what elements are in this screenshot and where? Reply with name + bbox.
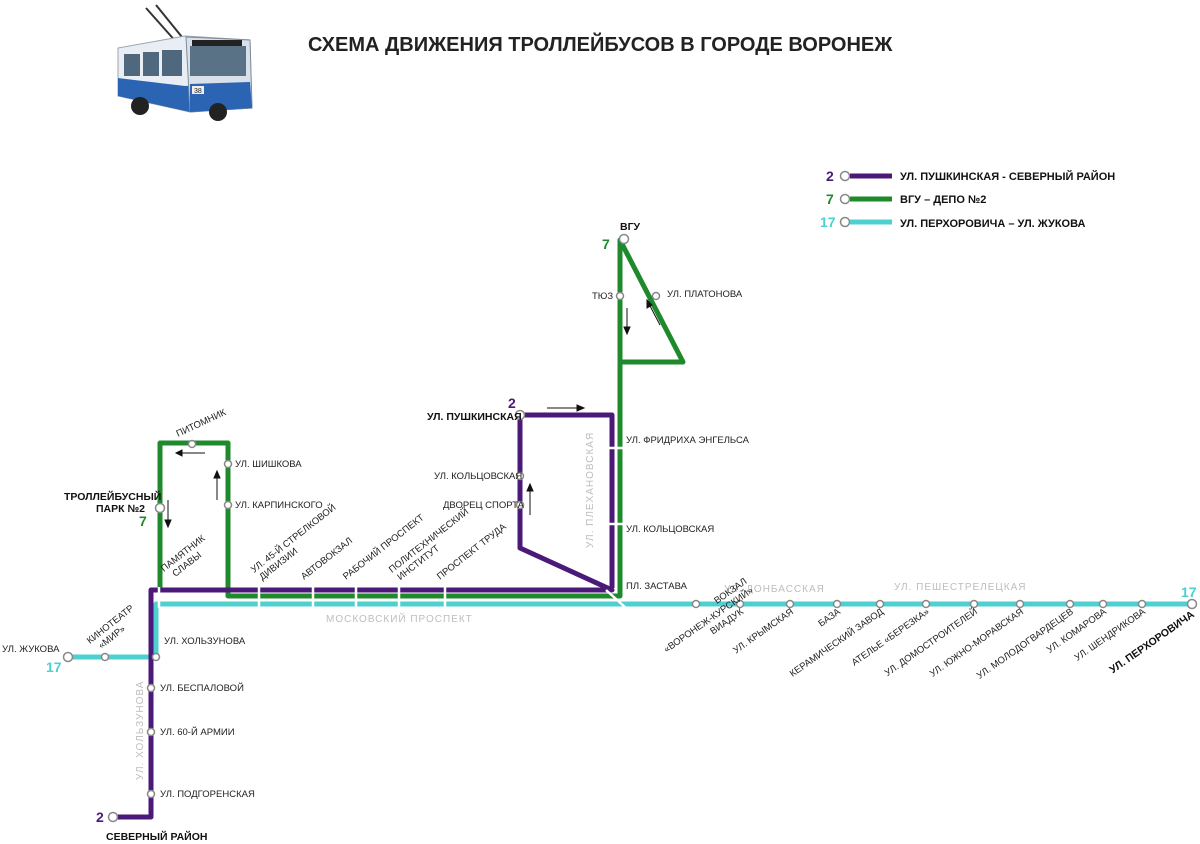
label-perkhorovicha: УЛ. ПЕРХОРОВИЧА [1108, 608, 1198, 676]
stop-marker-zhukova [62, 651, 74, 663]
legend-number-2: 2 [826, 168, 834, 184]
map-number-2-severny: 2 [96, 809, 104, 825]
route-17-line [68, 601, 1192, 660]
label-bespalovoy: УЛ. БЕСПАЛОВОЙ [160, 682, 244, 694]
stop-marker-keramichesky [875, 599, 885, 609]
label-zhukova: УЛ. ЖУКОВА [2, 644, 60, 655]
label-podgorenskaya: УЛ. ПОДГОРЕНСКАЯ [160, 789, 255, 800]
stop-marker-atele [921, 599, 931, 609]
stop-marker-komarova [1098, 599, 1108, 609]
legend-number-17: 17 [820, 214, 836, 230]
label-vgu: ВГУ [620, 221, 641, 233]
route-7-line [157, 237, 686, 599]
legend-text-2: УЛ. ПУШКИНСКАЯ - СЕВЕРНЫЙ РАЙОН [900, 170, 1115, 183]
label-engelsa: УЛ. ФРИДРИХА ЭНГЕЛЬСА [626, 435, 750, 446]
stop-marker-platonova [651, 291, 661, 301]
legend: 2 УЛ. ПУШКИНСКАЯ - СЕВЕРНЫЙ РАЙОН 7 ВГУ … [820, 168, 1115, 230]
label-dvorets: ДВОРЕЦ СПОРТА [443, 500, 525, 511]
stop-marker-vokzal [691, 599, 701, 609]
label-koltsovskaya-r: УЛ. КОЛЬЦОВСКАЯ [626, 524, 714, 535]
stop-marker-kino [100, 652, 110, 662]
stop-ticks [157, 446, 627, 609]
stop-marker-shishkova [223, 459, 233, 469]
map-number-7-vgu: 7 [602, 236, 610, 252]
stop-marker-pitomnik [187, 439, 197, 449]
stop-marker-yuzhno [1015, 599, 1025, 609]
map-number-17-perkhorovicha: 17 [1181, 584, 1197, 600]
map-number-2-pushkinskaya: 2 [508, 395, 516, 411]
label-depot-line1: ТРОЛЛЕЙБУСНЫЙ [64, 490, 161, 503]
stop-marker-bespalovoy [146, 683, 156, 693]
label-karpinskogo: УЛ. КАРПИНСКОГО [235, 500, 323, 511]
label-kholzunova: УЛ. ХОЛЬЗУНОВА [164, 636, 246, 647]
label-tyuz: ТЮЗ [592, 291, 613, 302]
map-number-17-zhukova: 17 [46, 659, 62, 675]
stop-markers [62, 233, 1198, 823]
label-koltsovskaya-l: УЛ. КОЛЬЦОВСКАЯ [434, 471, 522, 482]
stop-marker-koltsovskaya-l [515, 471, 525, 481]
street-pesh: УЛ. ПЕШЕСТРЕЛЕЦКАЯ [894, 582, 1027, 593]
stop-marker-pushkinskaya [514, 409, 526, 421]
label-depot-line2: ПАРК №2 [96, 503, 145, 515]
street-moskovsky: МОСКОВСКИЙ ПРОСПЕКТ [326, 612, 473, 625]
stop-marker-depot [154, 502, 166, 514]
label-severny: СЕВЕРНЫЙ РАЙОН [106, 830, 207, 843]
stop-marker-tyuz [615, 291, 625, 301]
street-plekhanovskaya: УЛ. ПЛЕХАНОВСКАЯ [585, 432, 596, 548]
label-shishkova: УЛ. ШИШКОВА [235, 459, 302, 470]
stop-marker-severny [107, 811, 119, 823]
route-2-line [113, 412, 615, 820]
stop-marker-podgorenskaya [146, 789, 156, 799]
stop-marker-armii [146, 727, 156, 737]
stop-marker-dvorets [515, 500, 525, 510]
label-zastava: ПЛ. ЗАСТАВА [626, 581, 688, 592]
stop-marker-kholzunova [151, 652, 161, 662]
stop-marker-vgu [618, 233, 630, 245]
legend-text-17: УЛ. ПЕРХОРОВИЧА – УЛ. ЖУКОВА [900, 218, 1086, 230]
label-platonova: УЛ. ПЛАТОНОВА [667, 289, 743, 300]
stop-marker-domostroiteley [969, 599, 979, 609]
legend-text-7: ВГУ – ДЕПО №2 [900, 194, 986, 206]
stop-marker-perkhorovicha [1186, 598, 1198, 610]
label-armii: УЛ. 60-Й АРМИИ [160, 726, 235, 738]
trolleybus-illustration: 38 [117, 4, 253, 121]
stop-marker-viaduk [735, 599, 745, 609]
bus-route-sign: 38 [194, 88, 202, 95]
label-pushkinskaya: УЛ. ПУШКИНСКАЯ [427, 411, 522, 423]
map-number-7-depot: 7 [139, 513, 147, 529]
street-donbasskaya: УЛ. ДОНБАССКАЯ [724, 584, 825, 595]
label-baza: БАЗА [816, 606, 843, 629]
stop-marker-karpinskogo [223, 500, 233, 510]
label-atele: АТЕЛЬЕ «БЕРЕЗКА» [850, 606, 932, 668]
map-title: СХЕМА ДВИЖЕНИЯ ТРОЛЛЕЙБУСОВ В ГОРОДЕ ВОР… [308, 32, 893, 56]
stop-marker-krymskaya [785, 599, 795, 609]
direction-arrows [164, 298, 661, 529]
legend-number-7: 7 [826, 191, 834, 207]
stop-marker-molodogvardeytsev [1065, 599, 1075, 609]
label-pitomnik: ПИТОМНИК [175, 407, 229, 440]
stop-marker-shendrikova [1137, 599, 1147, 609]
stop-marker-baza [832, 599, 842, 609]
street-kholzunova: УЛ. ХОЛЬЗУНОВА [135, 681, 146, 780]
